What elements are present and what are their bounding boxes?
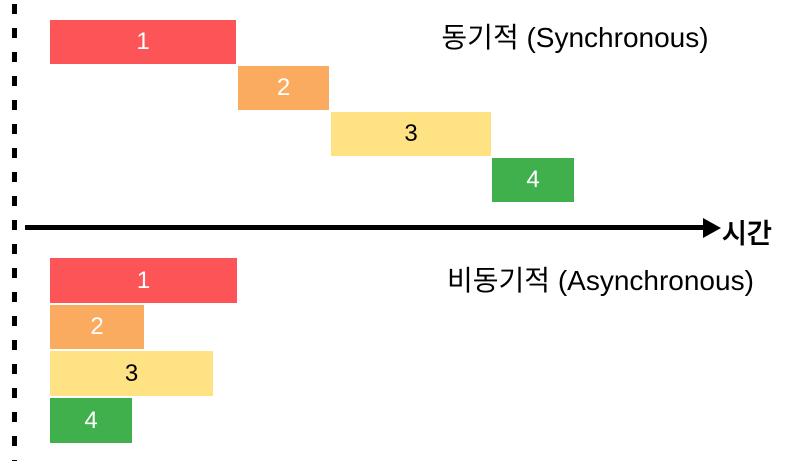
async-task-bar-4: 4 <box>50 398 132 443</box>
time-axis-label: 시간 <box>722 219 772 249</box>
time-axis-line <box>25 225 706 230</box>
sync-task-bar-2: 2 <box>238 66 329 110</box>
async-section-title: 비동기적 (Asynchronous) <box>447 265 754 296</box>
async-task-bar-2: 2 <box>50 305 144 349</box>
sync-task-bar-1: 1 <box>50 20 236 64</box>
sync-task-bar-3: 3 <box>331 112 491 156</box>
time-axis-arrowhead-icon <box>703 218 721 238</box>
sync-section-title: 동기적 (Synchronous) <box>441 22 709 53</box>
async-task-bar-1: 1 <box>50 258 237 303</box>
start-time-dashed-line <box>12 4 17 461</box>
async-task-bar-3: 3 <box>50 351 213 396</box>
sync-task-bar-4: 4 <box>492 158 574 202</box>
